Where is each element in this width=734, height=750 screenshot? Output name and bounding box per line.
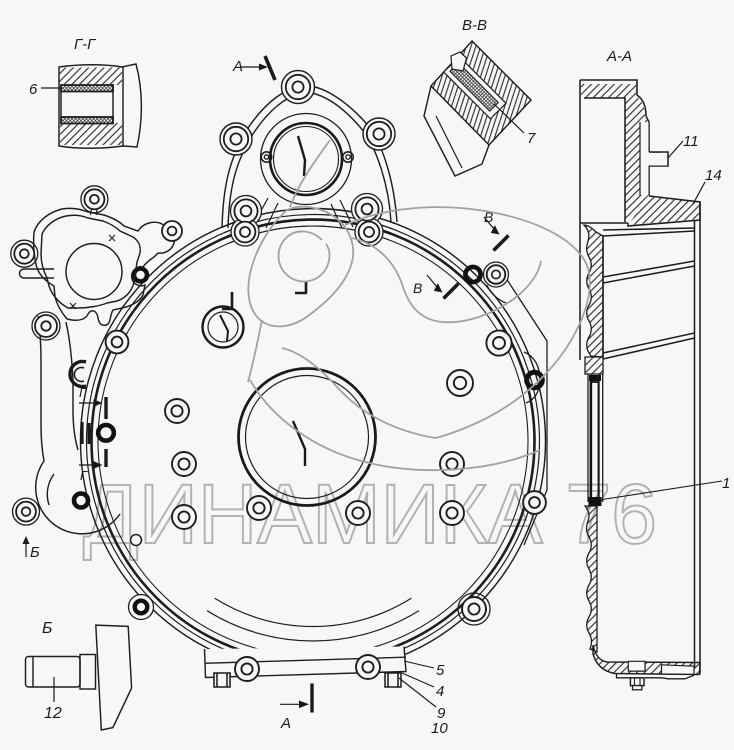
svg-text:14: 14 bbox=[705, 167, 722, 184]
svg-text:А: А bbox=[232, 58, 243, 75]
svg-text:5: 5 bbox=[436, 662, 445, 679]
svg-text:6: 6 bbox=[29, 81, 38, 98]
svg-text:7: 7 bbox=[527, 130, 536, 147]
svg-text:Б: Б bbox=[42, 620, 52, 637]
svg-text:4: 4 bbox=[436, 683, 444, 700]
svg-text:12: 12 bbox=[44, 705, 62, 722]
svg-text:В-В: В-В bbox=[462, 17, 487, 34]
svg-text:10: 10 bbox=[431, 720, 448, 737]
svg-text:Г-Г: Г-Г bbox=[74, 36, 97, 53]
svg-text:11: 11 bbox=[683, 133, 699, 150]
svg-text:В: В bbox=[484, 209, 493, 225]
svg-text:А-А: А-А bbox=[606, 48, 632, 65]
svg-text:9: 9 bbox=[437, 705, 446, 722]
svg-text:Г: Г bbox=[80, 468, 88, 483]
svg-text:А: А bbox=[280, 715, 291, 732]
svg-text:Б: Б bbox=[30, 544, 40, 561]
svg-text:В: В bbox=[413, 280, 422, 296]
svg-text:Г: Г bbox=[79, 385, 87, 400]
svg-text:1: 1 bbox=[722, 475, 730, 492]
